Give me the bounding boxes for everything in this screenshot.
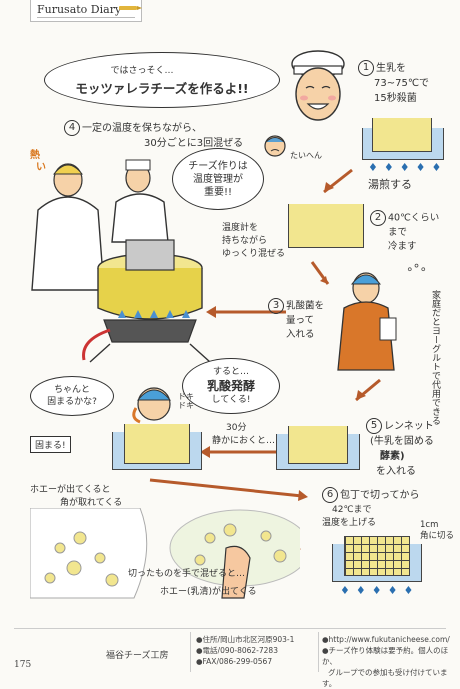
set-pot xyxy=(112,424,202,470)
thermometer-note: 温度計を 持ちながら ゆっくり混ぜる xyxy=(222,222,285,261)
step-4-line-2: 30分ごとに3回混ぜる xyxy=(144,138,244,149)
step-6-temp-1: 42℃まで xyxy=(332,505,372,515)
step-6-temp: 42℃まで 温度を上げる xyxy=(322,504,376,530)
thermometer-note-3: ゆっくり混ぜる xyxy=(222,249,286,259)
step-5-line-1: レンネット xyxy=(384,421,434,432)
temperature-bubble: チーズ作りは 温度管理が 重要!! xyxy=(172,148,264,210)
hot-label-2: い xyxy=(36,162,46,173)
footer-sep-1 xyxy=(190,632,191,672)
chef-face-illustration xyxy=(291,50,345,121)
waiting-girl-illustration xyxy=(132,387,172,424)
step-1-line-3: 15秒殺菌 xyxy=(374,93,417,104)
whey-note-1: ホエーが出てくると xyxy=(30,485,111,495)
step-3-side-note: 家庭だとヨーグルトで代用できる xyxy=(430,290,440,425)
step-1-caption: 湯煎する xyxy=(368,178,412,191)
footer-company: 福谷チーズ工房 xyxy=(106,651,169,661)
footer-sep-2 xyxy=(318,632,319,672)
worried-face-icon xyxy=(264,135,286,157)
curds-hand-illustration xyxy=(30,508,300,599)
doki-doki-label: ドキドキ xyxy=(178,392,194,410)
step-3-line-2: 量って xyxy=(286,315,315,326)
bubbles-icon: ∘°∘ xyxy=(406,262,428,276)
footer-divider xyxy=(14,628,446,629)
wait-note-1: 30分 xyxy=(226,423,247,433)
question-line-2: 固まるかな? xyxy=(47,397,97,407)
temperature-bubble-line-1: チーズ作りは xyxy=(188,160,248,172)
step-2-pot xyxy=(288,204,364,248)
curd-grid xyxy=(344,536,410,576)
step-5-line-4: を入れる xyxy=(376,466,416,477)
header-underline xyxy=(37,17,135,18)
mix-note: 切ったものを手で混ぜると… xyxy=(128,569,246,579)
footer-fax: ●FAX/086-299-0567 xyxy=(196,657,273,666)
step-6-line-1: 包丁で切ってから xyxy=(340,490,420,501)
footer-note-1: ●チーズ作り体験は要予約。個人のほか、 xyxy=(322,646,449,666)
whey-note-2: 角が取れてくる xyxy=(60,498,123,508)
cut-note-2: 角に切る xyxy=(420,531,455,541)
step-3-line-1: 乳酸菌を xyxy=(286,300,325,312)
step-3-worker-illustration xyxy=(337,272,397,371)
step-3-number: 3 xyxy=(268,298,284,314)
footer-info: ●http://www.fukutanicheese.com/ ●チーズ作り体験… xyxy=(322,634,456,689)
step-2-line-1: 40℃くらい xyxy=(388,212,440,224)
step-5-line-2: (牛乳を固める xyxy=(370,436,434,447)
thermometer-note-1: 温度計を xyxy=(222,223,259,233)
step-5-pot xyxy=(276,426,360,470)
footer-tel: ●電話/090-8062-7283 xyxy=(196,646,278,655)
question-bubble: ちゃんと 固まるかな? xyxy=(30,376,114,416)
set-label: 固まる! xyxy=(30,436,71,453)
step-1-line-1: 生乳を xyxy=(376,63,406,74)
temperature-bubble-line-2: 温度管理が xyxy=(193,173,243,185)
page-number: 175 xyxy=(14,660,32,670)
cut-note: 1cm 角に切る xyxy=(420,520,454,542)
fermentation-main: 乳酸発酵 xyxy=(206,379,255,393)
title-main: モッツァレラチーズを作るよ!! xyxy=(75,81,249,96)
header-tab: Furusato Diary xyxy=(30,0,142,22)
whey-note: ホエーが出てくると 角が取れてくる xyxy=(30,484,122,510)
fermentation-bubble: すると… 乳酸発酵 してくる! xyxy=(182,358,280,414)
footer-note-2: グループでの参加も受け付けています。 xyxy=(322,668,448,688)
step-6-temp-2: 温度を上げる xyxy=(322,518,377,528)
hot-label-1: 熱 xyxy=(30,150,40,161)
step-4-line-1: 一定の温度を保ちながら、 xyxy=(82,123,202,134)
step-2-line-2: まで xyxy=(388,227,408,238)
header-title: Furusato Diary xyxy=(37,3,122,16)
question-line-1: ちゃんと xyxy=(53,385,90,395)
temperature-bubble-line-3: 重要!! xyxy=(203,186,233,198)
thermometer-note-2: 持ちながら xyxy=(222,236,268,246)
pencil-icon xyxy=(119,6,142,10)
step-5-number: 5 xyxy=(366,418,382,434)
step-6-number: 6 xyxy=(322,487,338,503)
cheese-making-illustration xyxy=(31,159,211,363)
hot-label: 熱 い xyxy=(30,150,46,174)
wait-note-2: 静かにおくと… xyxy=(212,436,276,446)
step-3-line-3: 入れる xyxy=(286,329,315,340)
step-1-line-2: 73~75℃で xyxy=(374,78,430,89)
footer-url[interactable]: ●http://www.fukutanicheese.com/ xyxy=(322,635,450,644)
step-6-pot xyxy=(332,536,422,582)
title-small: ではさっそく… xyxy=(110,66,174,76)
whey-out-note: ホエー(乳清)が出てくる xyxy=(160,587,257,597)
step-4-exclaim: たいへん xyxy=(290,151,322,160)
fermentation-sub: してくる! xyxy=(211,395,251,405)
title-bubble: ではさっそく… モッツァレラチーズを作るよ!! xyxy=(44,52,280,108)
footer-contact: ●住所/岡山市北区河原903-1 ●電話/090-8062-7283 ●FAX/… xyxy=(196,634,294,667)
footer-address: ●住所/岡山市北区河原903-1 xyxy=(196,635,295,644)
step-2-number: 2 xyxy=(370,210,386,226)
fermentation-small: すると… xyxy=(212,367,249,377)
step-6-flames: ♦♦♦♦♦ xyxy=(340,584,420,597)
step-1-flames: ♦♦♦♦♦ xyxy=(368,161,448,174)
cut-note-1: 1cm xyxy=(420,520,439,530)
step-1-pot xyxy=(362,118,444,160)
step-2-line-3: 冷ます xyxy=(388,241,417,252)
step-5-line-3: 酵素) xyxy=(380,451,405,462)
wait-note: 30分 静かにおくと… xyxy=(212,422,275,448)
